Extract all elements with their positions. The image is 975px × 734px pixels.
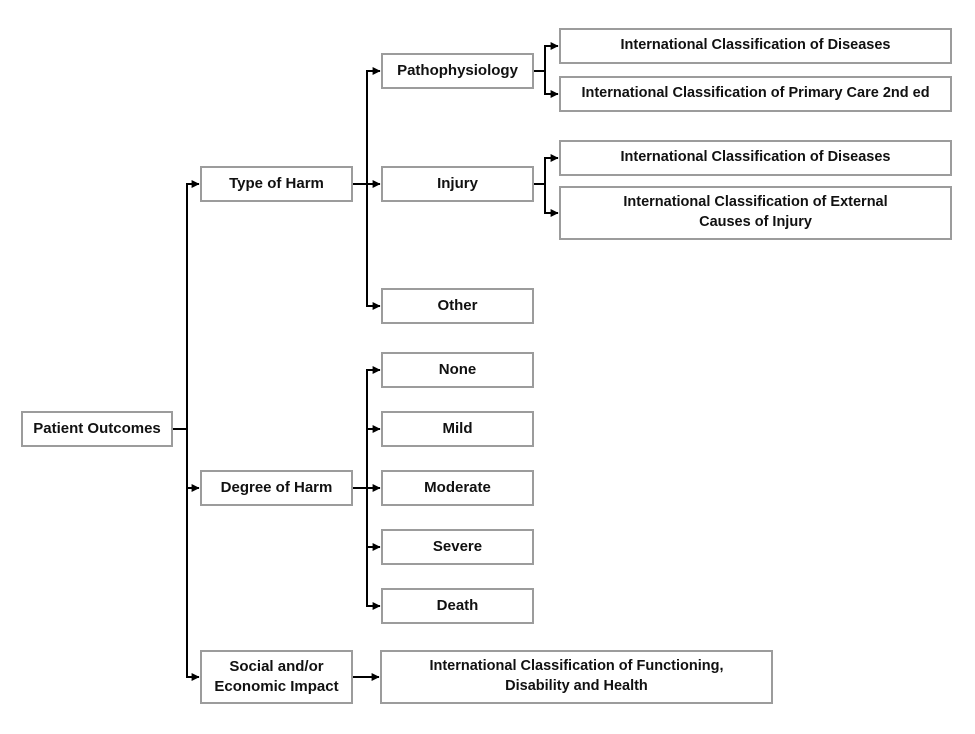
node-icf-label: International Classification of Function… (429, 658, 724, 694)
node-icd-injury-label: International Classification of Diseases (620, 149, 891, 166)
node-death: Death (381, 588, 534, 624)
node-moderate: Moderate (381, 470, 534, 506)
node-degree-of-harm: Degree of Harm (200, 470, 353, 506)
node-patient-outcomes: Patient Outcomes (21, 411, 173, 447)
node-type-of-harm-label: Type of Harm (229, 174, 324, 192)
node-moderate-label: Moderate (424, 478, 491, 496)
node-icd-pathophysiology: International Classification of Diseases (559, 28, 952, 64)
node-type-of-harm: Type of Harm (200, 166, 353, 202)
node-iceci: International Classification of External… (559, 186, 952, 240)
node-other: Other (381, 288, 534, 324)
node-pathophysiology-label: Pathophysiology (397, 61, 518, 79)
node-icpc-label: International Classification of Primary … (581, 85, 930, 102)
node-death-label: Death (436, 596, 479, 614)
node-none: None (381, 352, 534, 388)
node-icpc: International Classification of Primary … (559, 76, 952, 112)
node-social-economic-impact-label: Social and/or Economic Impact (214, 657, 339, 695)
node-icd-pathophysiology-label: International Classification of Diseases (620, 37, 891, 54)
node-none-label: None (438, 360, 477, 378)
node-other-label: Other (437, 296, 478, 314)
node-injury: Injury (381, 166, 534, 202)
node-iceci-label: International Classification of External… (623, 194, 888, 230)
node-patient-outcomes-label: Patient Outcomes (33, 419, 161, 437)
node-icf: International Classification of Function… (380, 650, 773, 704)
node-mild: Mild (381, 411, 534, 447)
node-social-economic-impact: Social and/or Economic Impact (200, 650, 353, 704)
node-pathophysiology: Pathophysiology (381, 53, 534, 89)
node-severe-label: Severe (432, 537, 483, 555)
node-injury-label: Injury (437, 174, 478, 192)
node-degree-of-harm-label: Degree of Harm (220, 478, 333, 496)
node-mild-label: Mild (442, 419, 473, 437)
node-severe: Severe (381, 529, 534, 565)
node-icd-injury: International Classification of Diseases (559, 140, 952, 176)
